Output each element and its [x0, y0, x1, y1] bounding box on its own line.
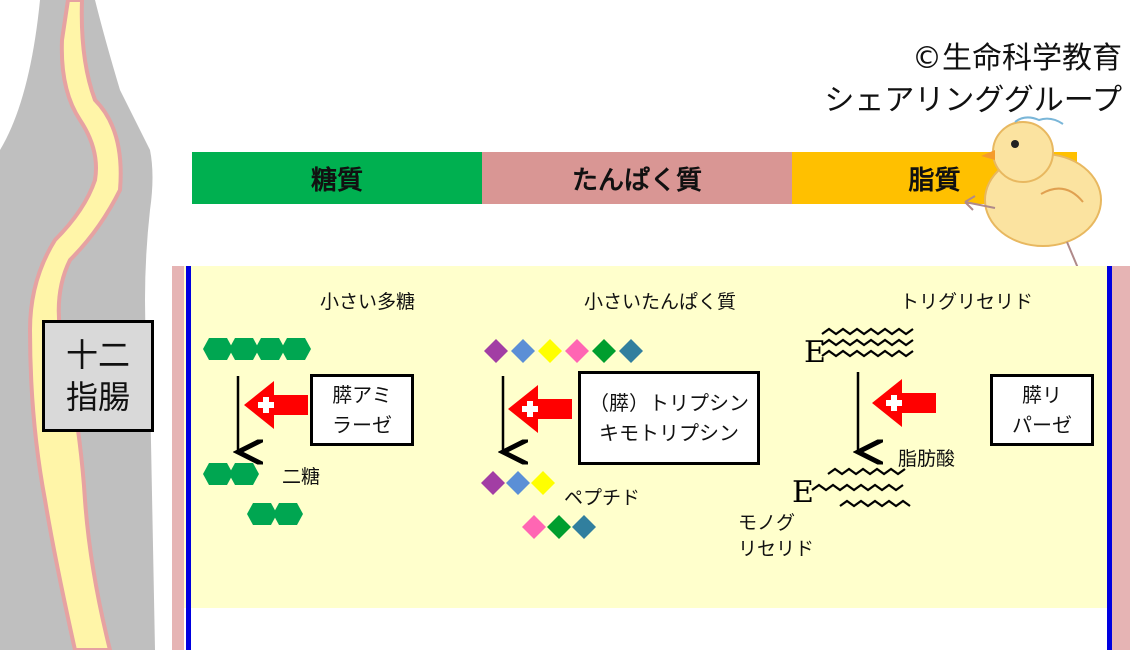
disaccharide-group-2 — [247, 503, 303, 525]
category-bar-protein: たんぱく質 — [482, 152, 792, 204]
free-fatty-acids — [827, 467, 911, 508]
disaccharide-label: 二糖 — [282, 466, 321, 488]
carbohydrate-enzyme-line2: ラーゼ — [332, 413, 392, 437]
disaccharide-group-1 — [203, 463, 259, 485]
protein-enzyme-line1: （膵）トリプシン — [589, 391, 749, 415]
protein-enzyme-line2: キモトリプシン — [599, 421, 739, 445]
carbohydrate-enzyme-line1: 膵アミ — [332, 383, 392, 407]
monoglyceride-glycerol: E — [792, 475, 814, 510]
category-label-lipid: 脂質 — [908, 165, 961, 196]
lumen-border-right — [1112, 266, 1130, 650]
polysaccharide-chain — [203, 338, 311, 360]
peptide-label: ペプチド — [564, 487, 641, 509]
lipid-substrate-label: トリグリセリド — [900, 291, 1034, 313]
amino-acid-diamond — [506, 471, 530, 495]
duodenum-label-line1: 十二 — [65, 336, 130, 374]
glucose-hexagon — [229, 463, 259, 485]
amino-acid-diamond — [484, 339, 508, 363]
glucose-hexagon — [281, 338, 311, 360]
protein-enzyme-box: （膵）トリプシン キモトリプシン — [578, 371, 760, 465]
monoglyceride-chain — [811, 483, 904, 492]
small-protein-chain — [484, 339, 643, 363]
amino-acid-diamond — [522, 515, 546, 539]
monoglyceride-label: モノグ リセリド — [738, 510, 814, 562]
protein-substrate-label: 小さいたんぱく質 — [584, 291, 737, 313]
amino-acid-diamond — [619, 339, 643, 363]
category-label-carbohydrate: 糖質 — [310, 165, 363, 196]
category-label-protein: たんぱく質 — [571, 165, 702, 196]
glucose-hexagon — [273, 503, 303, 525]
duodenum-label-line2: 指腸 — [65, 378, 130, 416]
credit-line2: シェアリンググループ — [824, 83, 1122, 118]
monoglyceride-label-line2: リセリド — [738, 538, 815, 560]
lumen-border-left — [172, 266, 184, 650]
amino-acid-diamond — [511, 339, 535, 363]
amino-acid-diamond — [481, 471, 505, 495]
monoglyceride-label-line1: モノグ — [738, 512, 796, 534]
lipid-enzyme-arrow — [872, 379, 936, 427]
amino-acid-diamond — [538, 339, 562, 363]
glucose-hexagon — [247, 503, 277, 525]
lipid-enzyme-line1: 膵リ — [1022, 383, 1062, 407]
amino-acid-diamond — [531, 471, 555, 495]
carbohydrate-substrate-label: 小さい多糖 — [320, 291, 416, 313]
glucose-hexagon — [203, 463, 233, 485]
peptide-1 — [481, 471, 555, 495]
glucose-hexagon — [229, 338, 259, 360]
chick-illustration — [964, 116, 1102, 289]
membrane-line-right — [1107, 266, 1112, 650]
duodenum-label-box: 十二 指腸 — [42, 320, 154, 432]
fatty-acid-label: 脂肪酸 — [898, 448, 956, 470]
glucose-hexagon — [203, 338, 233, 360]
protein-enzyme-arrow — [508, 385, 572, 433]
amino-acid-diamond — [565, 339, 589, 363]
credit: ©生命科学教育 シェアリンググループ — [824, 38, 1122, 122]
category-bar-carbohydrate: 糖質 — [192, 152, 482, 204]
lipid-enzyme-line2: パーゼ — [1012, 413, 1072, 437]
amino-acid-diamond — [592, 339, 616, 363]
carbohydrate-enzyme-box: 膵アミ ラーゼ — [310, 374, 414, 446]
carbohydrate-enzyme-arrow — [244, 381, 308, 429]
lipid-enzyme-box: 膵リ パーゼ — [990, 374, 1094, 446]
amino-acid-diamond — [572, 515, 596, 539]
peptide-2 — [522, 515, 596, 539]
triglyceride-fatty-chains — [821, 327, 914, 358]
membrane-line-left — [186, 266, 191, 650]
credit-line1: ©生命科学教育 — [912, 41, 1122, 76]
triglyceride-glycerol: E — [804, 335, 826, 370]
glucose-hexagon — [255, 338, 285, 360]
amino-acid-diamond — [547, 515, 571, 539]
